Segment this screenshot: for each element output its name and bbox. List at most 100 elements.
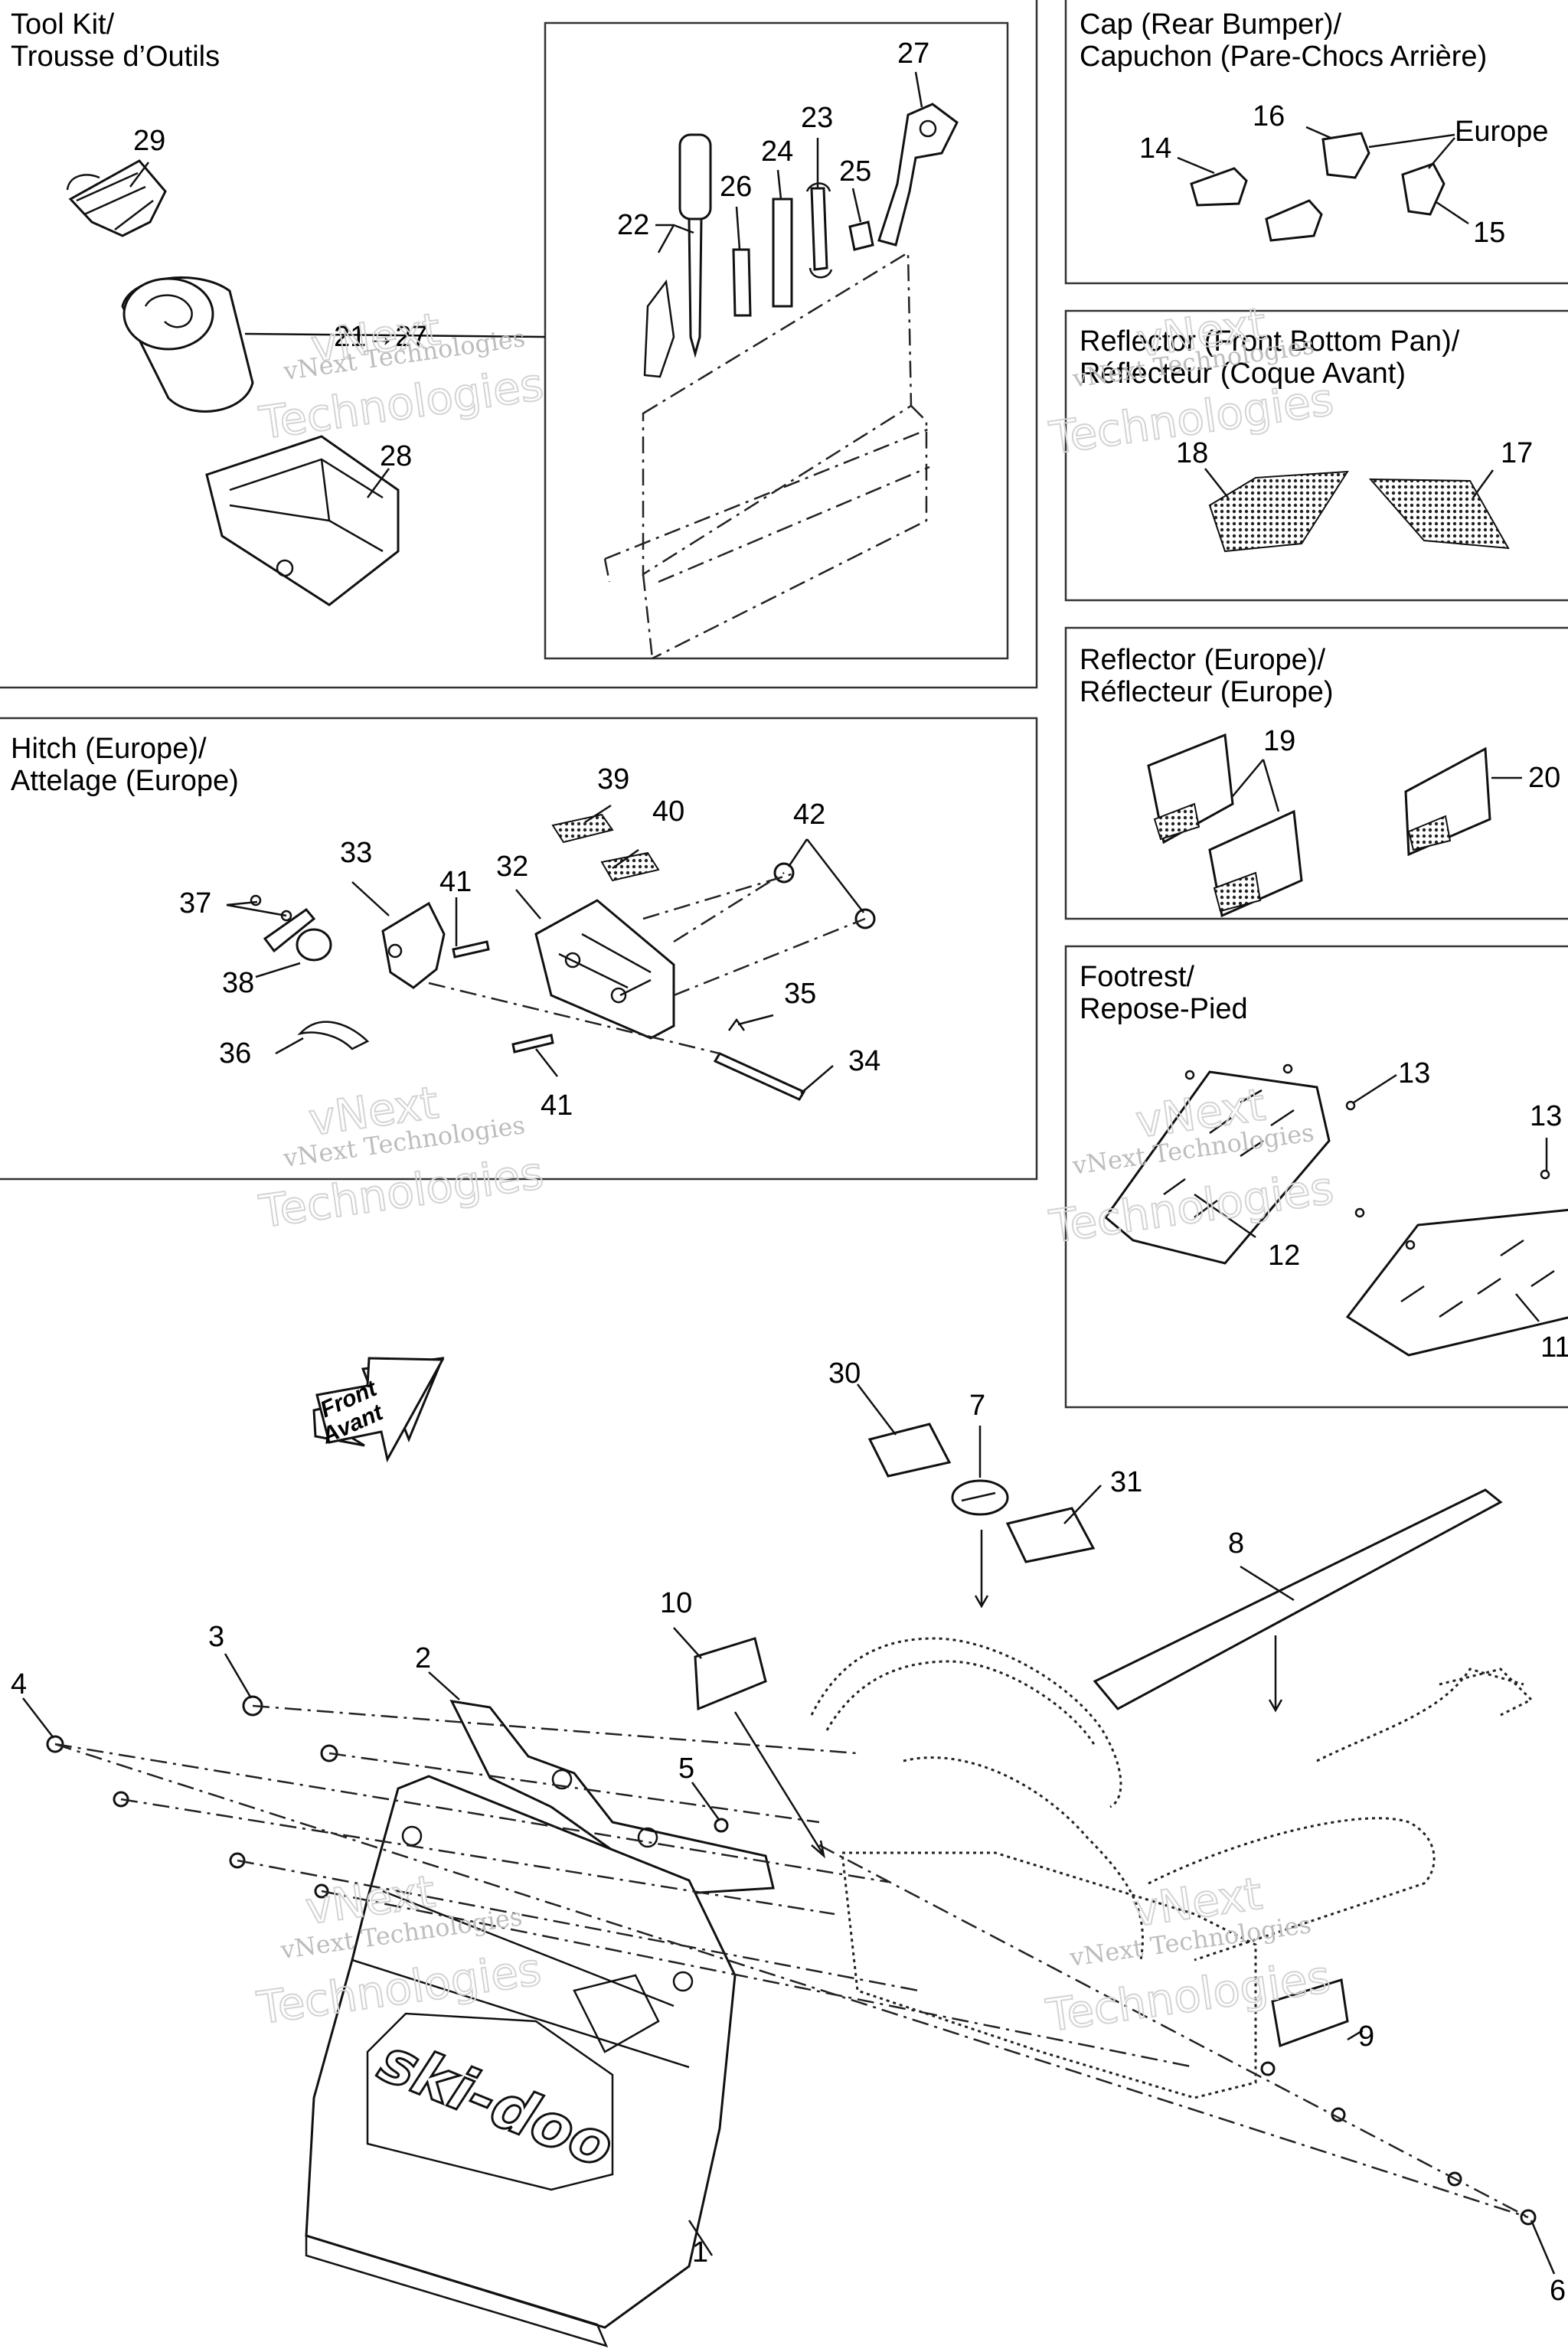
part-39-plate [551, 813, 614, 844]
part-18-reflector [1208, 470, 1349, 553]
part-10-reflector [694, 1637, 767, 1711]
callout-35: 35 [784, 978, 816, 1010]
callout-2: 2 [415, 1642, 431, 1674]
callout-12: 12 [1268, 1240, 1300, 1272]
callout-4: 4 [11, 1668, 27, 1700]
part-14b-cap [1265, 199, 1323, 242]
reflector-europe-subtitle: Réflecteur (Europe) [1080, 676, 1334, 708]
callout-28: 28 [380, 440, 412, 472]
callout-38: 38 [222, 967, 254, 999]
reflector-front-title: Reflector (Front Bottom Pan)/ [1080, 325, 1460, 358]
reflector-front-subtitle: Réflecteur (Coque Avant) [1080, 358, 1406, 390]
part-30-decal [867, 1423, 952, 1478]
callout-19: 19 [1263, 725, 1295, 757]
part-14-cap [1190, 167, 1248, 207]
callout-24: 24 [761, 136, 793, 168]
part-29-clip [66, 159, 167, 237]
assembly-lines [54, 1704, 1529, 2219]
footrest-title: Footrest/ [1080, 961, 1194, 993]
hitch-frame [0, 717, 1038, 1181]
part-35-clip [727, 1018, 746, 1031]
part-15-cap-europe [1401, 162, 1446, 216]
part-1-snow-flap: ski-doo [305, 1775, 737, 2347]
callout-13a: 13 [1398, 1057, 1430, 1089]
callout-13b: 13 [1530, 1100, 1562, 1132]
reflector-front-frame [1064, 309, 1568, 602]
footrest-subtitle: Repose-Pied [1080, 993, 1248, 1025]
cap-subtitle: Capuchon (Pare-Chocs Arrière) [1080, 41, 1487, 73]
part-19-reflector-a [1147, 733, 1234, 844]
part-2-cover [449, 1700, 775, 1896]
part-19-reflector-b [1208, 809, 1303, 918]
callout-39: 39 [597, 763, 629, 795]
tool-kit-bag [603, 250, 930, 660]
part-12-footrest [1103, 1070, 1331, 1265]
cap-title: Cap (Rear Bumper)/ [1080, 8, 1342, 41]
watermark-middle: vNext vNext Technologies Technologies [255, 1076, 547, 1239]
front-direction-arrow: Front Avant [312, 1357, 445, 1463]
reflector-europe-frame [1064, 626, 1568, 920]
part-22-screwdriver [643, 133, 712, 378]
callout-21: 21→27 [334, 321, 428, 353]
callout-18: 18 [1176, 437, 1208, 469]
callout-20: 20 [1528, 762, 1560, 794]
part-13-screws [1184, 1063, 1550, 1250]
part-20-reflector [1404, 746, 1491, 857]
europe-label: Europe [1455, 116, 1549, 148]
part-7-emblem [951, 1479, 1009, 1516]
callout-30: 30 [828, 1357, 861, 1390]
part-9-reflector [1271, 1978, 1349, 2048]
part-41-bolt-a [452, 940, 490, 959]
callout-1: 1 [692, 2236, 708, 2269]
part-27-spark-tool [877, 103, 959, 247]
part-24-wrench-bar [772, 198, 793, 308]
tool-kit-subtitle: Trousse d’Outils [11, 41, 220, 73]
footrest-frame [1064, 945, 1568, 1409]
part-32-hitch-body [534, 899, 675, 1040]
callout-32: 32 [496, 851, 528, 883]
hitch-title: Hitch (Europe)/ [11, 733, 207, 765]
callout-3: 3 [208, 1621, 224, 1653]
part-36-pin [297, 1021, 370, 1050]
watermark-middle-right: vNext vNext Technologies Technologies [1045, 1078, 1337, 1254]
callout-7: 7 [969, 1390, 985, 1422]
arrow-7 [974, 1530, 989, 1609]
callout-42: 42 [793, 799, 825, 831]
callout-11: 11 [1540, 1331, 1568, 1364]
hitch-subtitle: Attelage (Europe) [11, 765, 239, 797]
hitch-assembly-lines [428, 871, 866, 1055]
callout-14: 14 [1139, 132, 1171, 165]
part-25-clip [848, 220, 874, 251]
callout-8: 8 [1228, 1527, 1244, 1560]
part-34-rod [713, 1052, 806, 1101]
callout-17: 17 [1501, 437, 1533, 469]
callout-22: 22 [617, 209, 649, 241]
callout-26: 26 [720, 171, 752, 203]
part-21-27-pouch [121, 276, 254, 413]
callout-25: 25 [839, 155, 871, 188]
callout-27: 27 [897, 38, 929, 70]
callout-29: 29 [133, 125, 165, 157]
callout-36: 36 [219, 1037, 251, 1070]
part-26-bit [732, 248, 752, 317]
part-16-cap-europe [1321, 132, 1370, 179]
reflector-europe-title: Reflector (Europe)/ [1080, 644, 1325, 676]
callout-41a: 41 [439, 866, 472, 898]
tool-kit-frame [0, 0, 1038, 689]
callout-31: 31 [1110, 1466, 1142, 1498]
part-40-plate [600, 851, 660, 882]
callout-10: 10 [660, 1587, 692, 1619]
part-42-nuts [773, 862, 876, 929]
callout-16: 16 [1253, 100, 1285, 132]
arrow-10 [733, 1711, 825, 1859]
tool-kit-inner-frame [544, 21, 1009, 660]
part-37-screws [250, 894, 316, 953]
callout-40: 40 [652, 795, 684, 828]
part-28-holder [205, 435, 400, 606]
part-31-decal [1005, 1507, 1096, 1563]
callout-5: 5 [678, 1753, 694, 1785]
rear-bumper [810, 1637, 1534, 2099]
part-11-footrest [1345, 1208, 1568, 1357]
leader-lines [22, 71, 1556, 2275]
